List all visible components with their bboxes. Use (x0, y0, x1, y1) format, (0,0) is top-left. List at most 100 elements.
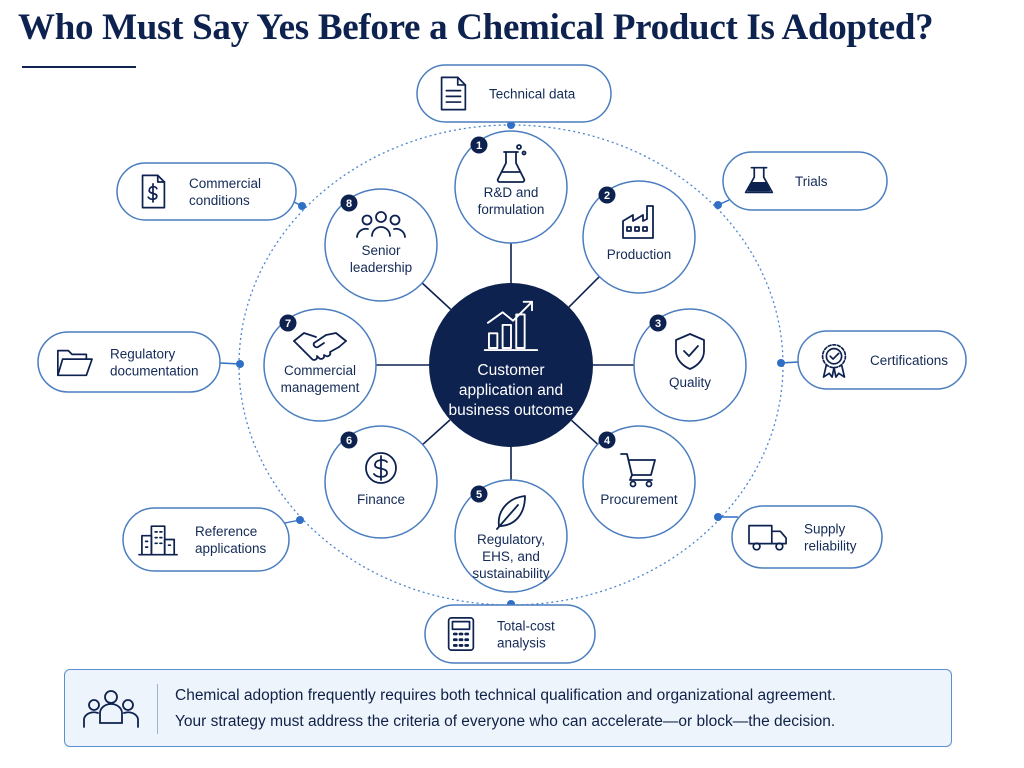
page-title: Who Must Say Yes Before a Chemical Produ… (18, 7, 934, 48)
evidence-pill (731, 505, 883, 569)
stakeholder-circle (263, 308, 377, 422)
flask-icon (496, 144, 527, 183)
folder-icon (56, 349, 93, 377)
evidence-box: Total-cost analysis (424, 604, 596, 664)
connector-dot (298, 202, 306, 210)
stakeholder-label: leadership (350, 260, 412, 275)
stakeholder-label: Commercial (284, 363, 356, 378)
stakeholder-circle (582, 425, 696, 539)
beaker-icon (744, 166, 774, 194)
step-badge (279, 314, 297, 332)
evidence-box: Supply reliability (731, 505, 883, 569)
evidence-pill (122, 507, 290, 572)
stakeholder-circle (324, 425, 438, 539)
evidence-box: Commercial conditions (116, 162, 297, 221)
connector-dot (714, 201, 722, 209)
evidence-box: Certifications (797, 330, 967, 390)
evidence-label: applications (195, 541, 267, 556)
stakeholder-circle (454, 479, 568, 593)
evidence-box: Technical data (416, 64, 612, 123)
evidence-label: Reference (195, 524, 257, 539)
evidence-pill (424, 604, 596, 664)
connector-dot (236, 360, 244, 368)
step-number: 1 (476, 140, 482, 152)
evidence-pill (722, 151, 888, 211)
stakeholder-label: EHS, and (482, 549, 540, 564)
evidence-label: conditions (189, 193, 250, 208)
award-ribbon-icon (821, 343, 847, 378)
people-group-icon (83, 690, 139, 728)
evidence-label: analysis (497, 636, 546, 651)
hub-spoke (570, 419, 599, 445)
hub-spoke (422, 419, 451, 446)
hub-circle (429, 283, 593, 447)
evidence-label: Supply (804, 522, 846, 537)
stakeholder-label: Production (607, 247, 672, 262)
hub-label: Customer (477, 362, 544, 379)
connector-dot (777, 359, 785, 367)
stakeholder-circle (582, 180, 696, 294)
delivery-truck-icon (748, 524, 787, 551)
evidence-label: Certifications (870, 353, 948, 368)
step-number: 5 (476, 489, 482, 501)
stakeholder-label: management (281, 380, 360, 395)
evidence-label: Regulatory (110, 347, 176, 362)
evidence-label: Technical data (489, 87, 576, 102)
factory-icon (622, 205, 654, 239)
title-underline (22, 66, 136, 68)
connector-dot (714, 513, 722, 521)
hub-label: business outcome (449, 402, 574, 419)
handshake-icon (293, 332, 347, 361)
step-badge (598, 186, 616, 204)
step-badge (340, 194, 358, 212)
evidence-label: reliability (804, 539, 857, 554)
footer-divider (157, 684, 158, 734)
stakeholder-label: formulation (478, 202, 545, 217)
step-badge (340, 431, 358, 449)
connector-dot (296, 516, 304, 524)
stakeholder-label: Finance (357, 492, 405, 507)
step-number: 4 (604, 435, 611, 447)
step-badge (470, 485, 488, 503)
step-badge (470, 136, 488, 154)
evidence-pill (37, 331, 221, 393)
stakeholder-node: 1R&D and formulation (454, 130, 568, 244)
step-badge (649, 314, 667, 332)
evidence-label: Total-cost (497, 619, 555, 634)
step-number: 2 (604, 190, 610, 202)
shopping-cart-icon (620, 453, 656, 488)
calculator-icon (447, 616, 475, 652)
stakeholder-label: R&D and (484, 185, 539, 200)
evidence-box: Regulatory documentation (37, 331, 221, 393)
people-group-icon (356, 211, 406, 238)
stakeholder-label: Senior (361, 243, 401, 258)
evidence-pill (116, 162, 297, 221)
step-number: 7 (285, 318, 291, 330)
hub-spoke (568, 276, 600, 308)
hub-spoke (421, 282, 452, 310)
footer-text-line-1: Chemical adoption frequently requires bo… (175, 687, 836, 704)
connector-dot (507, 121, 515, 129)
footer-note: Chemical adoption frequently requires bo… (64, 669, 952, 747)
stakeholder-label: Procurement (600, 492, 678, 507)
evidence-box: Trials (722, 151, 888, 211)
evidence-label: documentation (110, 364, 199, 379)
document-icon (440, 76, 467, 111)
growth-bar-chart-icon (483, 300, 539, 352)
step-number: 8 (346, 198, 352, 210)
invoice-dollar-icon (141, 174, 166, 209)
evidence-label: Commercial (189, 176, 261, 191)
footer-text-line-2: Your strategy must address the criteria … (175, 713, 836, 730)
shield-check-icon (675, 333, 705, 370)
evidence-label: Trials (795, 174, 828, 189)
buildings-icon (138, 525, 178, 556)
